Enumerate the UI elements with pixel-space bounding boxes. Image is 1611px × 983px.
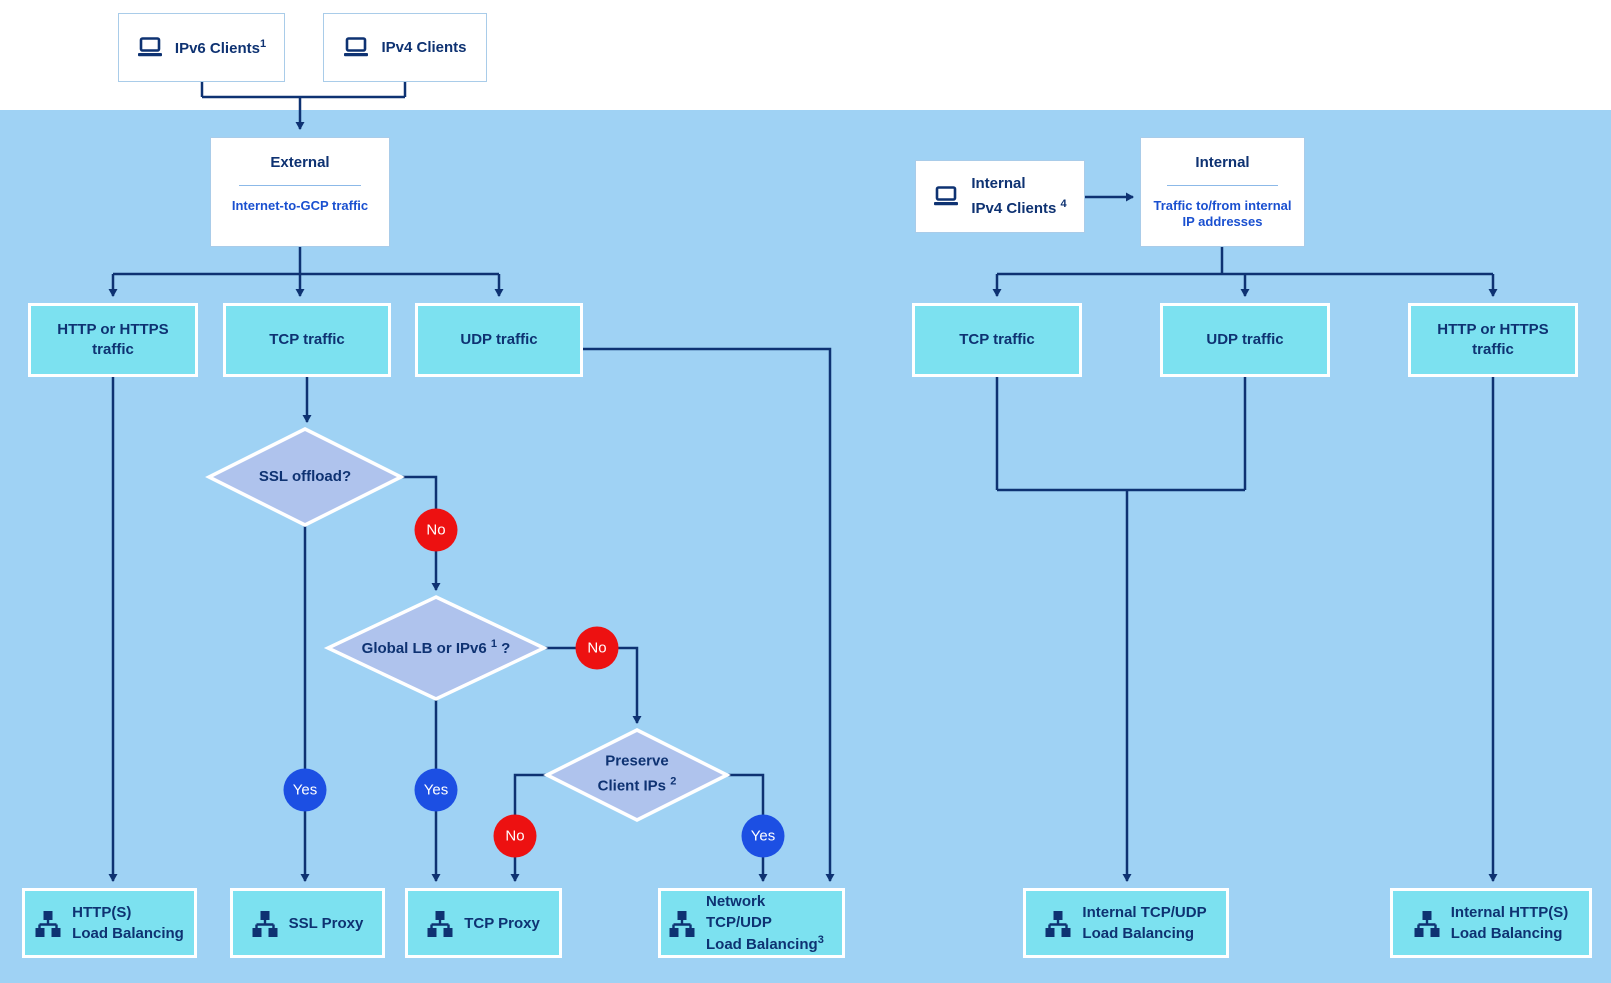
external-category-box: External Internet-to-GCP traffic bbox=[210, 137, 390, 247]
left-http-traffic-box: HTTP or HTTPS traffic bbox=[28, 303, 198, 377]
internal-category-box: Internal Traffic to/from internal IP add… bbox=[1140, 137, 1305, 247]
internal-https-lb-label: Internal HTTP(S)Load Balancing bbox=[1450, 904, 1569, 942]
global-lb-diamond bbox=[323, 595, 549, 701]
right-http-traffic-box: HTTP or HTTPS traffic bbox=[1408, 303, 1578, 377]
preserve-client-ips-diamond bbox=[543, 728, 731, 822]
divider bbox=[239, 185, 361, 186]
internal-subtitle: Traffic to/from internal IP addresses bbox=[1153, 198, 1292, 230]
external-subtitle: Internet-to-GCP traffic bbox=[231, 198, 369, 213]
global-lb-no-line bbox=[544, 646, 642, 724]
ipv4-clients-box: IPv4 Clients bbox=[323, 13, 487, 82]
tcp-proxy-box: TCP Proxy bbox=[405, 888, 562, 958]
load-balancer-icon bbox=[669, 910, 695, 937]
laptop-icon bbox=[343, 37, 369, 58]
internal-ipv4-clients-box: Internal IPv4 Clients 4 bbox=[915, 160, 1085, 233]
external-branch-line bbox=[113, 247, 499, 276]
no-badge-preserve-ips: No bbox=[493, 814, 537, 858]
ipv6-clients-box: IPv6 Clients1 bbox=[118, 13, 285, 82]
https-lb-label: HTTP(S)Load Balancing bbox=[72, 904, 184, 942]
ipv4-clients-label: IPv4 Clients bbox=[381, 39, 467, 56]
yes-badge-global-lb: Yes bbox=[414, 768, 458, 812]
internal-clients-label: Internal IPv4 Clients 4 bbox=[971, 175, 1067, 217]
load-balancer-icon bbox=[35, 910, 61, 937]
left-tcp-traffic-box: TCP traffic bbox=[223, 303, 391, 377]
tcp-proxy-label: TCP Proxy bbox=[464, 914, 540, 932]
https-load-balancing-box: HTTP(S)Load Balancing bbox=[22, 888, 197, 958]
yes-badge-ssl-offload: Yes bbox=[283, 768, 327, 812]
laptop-icon bbox=[137, 37, 163, 58]
yes-badge-preserve-ips: Yes bbox=[741, 814, 785, 858]
left-udp-traffic-box: UDP traffic bbox=[415, 303, 583, 377]
load-balancer-icon bbox=[1045, 910, 1071, 937]
right-tcp-traffic-box: TCP traffic bbox=[912, 303, 1082, 377]
load-balancer-icon bbox=[1414, 910, 1440, 937]
right-udp-traffic-box: UDP traffic bbox=[1160, 303, 1330, 377]
divider bbox=[1167, 185, 1278, 186]
laptop-icon bbox=[933, 186, 959, 207]
external-title: External bbox=[270, 154, 330, 171]
load-balancer-icon bbox=[252, 910, 278, 937]
no-badge-global-lb: No bbox=[575, 626, 619, 670]
no-badge-ssl-offload: No bbox=[414, 508, 458, 552]
internal-branch-line bbox=[997, 247, 1493, 276]
tcp-udp-merge-line bbox=[995, 377, 1247, 492]
global-lb-label: Global LB or IPv6 1 ? bbox=[361, 637, 511, 657]
ssl-offload-no-line bbox=[401, 475, 441, 591]
clients-merge-line bbox=[200, 82, 407, 99]
ssl-proxy-box: SSL Proxy bbox=[230, 888, 385, 958]
ssl-offload-label: SSL offload? bbox=[258, 467, 352, 485]
ssl-offload-diamond bbox=[205, 427, 405, 527]
preserve-client-ips-label: Preserve Client IPs 2 bbox=[597, 752, 677, 795]
ipv6-clients-label: IPv6 Clients1 bbox=[174, 38, 267, 57]
internal-title: Internal bbox=[1195, 154, 1250, 171]
load-balancer-icon bbox=[427, 910, 453, 937]
udp-to-network-lb-line bbox=[583, 347, 835, 882]
internal-https-lb-box: Internal HTTP(S)Load Balancing bbox=[1390, 888, 1592, 958]
ssl-proxy-label: SSL Proxy bbox=[288, 914, 364, 932]
